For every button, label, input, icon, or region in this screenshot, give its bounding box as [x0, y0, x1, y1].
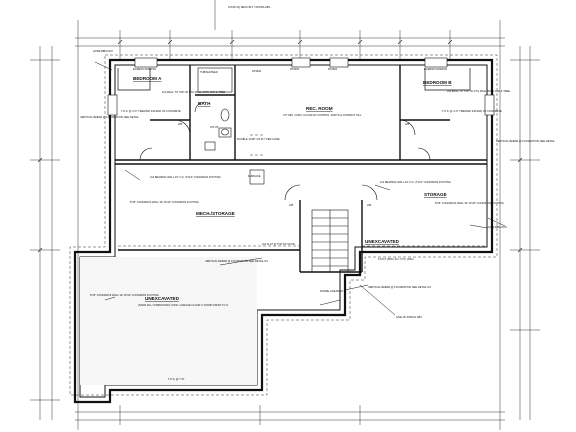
vent-note-b: VERTICAL REBAR @ FOUNDATION SEE DETAIL: [496, 139, 555, 143]
room-bath: BATH: [198, 101, 211, 106]
door-label-a: 2/8: [289, 203, 294, 207]
egress-window-a: EGRESS WINDOW: [133, 67, 156, 71]
footing-dim-note: 6'x3'x1' (MIN.) P.C. FTG. WALL: [378, 257, 415, 261]
conc-wall-left: 8"x8" CONCRETE WALL W/ 16"x8" CONCRETE F…: [130, 200, 199, 204]
room-storage: STORAGE: [424, 192, 447, 197]
plan-labels: 10X18 SQ DECK BLT / STAIRS ABV. BEDROOM …: [80, 5, 555, 381]
conc-wall-unexc: 8"x8" CONCRETE WALL W/ 16"x8" CONCRETE F…: [90, 293, 159, 297]
unexcavated-area: [80, 257, 257, 385]
rec-slab-note: 3.5" MIN. CONC. FLOOR W/ CONTROL JOINTS …: [283, 113, 362, 117]
rebar-note-right: VERTICAL REBAR @ FOUNDATION SEE DETAIL 5…: [368, 285, 432, 289]
vent-note-a: VERTICAL REBAR @ FOUNDATION SEE DETAIL: [80, 115, 139, 119]
hose-bib-left: HOSE BIB/LOCK: [93, 49, 113, 53]
window-tag-c: FP3462: [252, 69, 262, 73]
dimension-lines: [30, 0, 540, 430]
stair-flat-note: 2x4 FLAT @ TOP OF STAIR: [262, 242, 295, 246]
room-unexcavated-main: UNEXCAVATED: [145, 296, 180, 301]
wall-note-a: 2x4 WALL TO TOP OF FTG WALL WITH CAP & T…: [162, 90, 225, 94]
window-wells: [117, 68, 471, 91]
door-swings: [139, 101, 431, 201]
dimension-ticks: [37, 39, 523, 253]
hose-bib-right: HOSE BIB/LOCK: [487, 225, 507, 229]
wall-note-b: 2x4 WALL TO TOP OF FTG WALL WITH CAP & T…: [447, 89, 510, 93]
door-label-b: 2/8: [367, 203, 372, 207]
interior-walls: [115, 65, 487, 273]
leader-lines: [94, 61, 506, 316]
egress-note-b: T.O.S. @ 4'-6" TREATED 2x8 END OF CONCRE…: [442, 109, 502, 113]
room-unexcavated-small: UNEXCAVATED: [365, 239, 400, 244]
bearing-wall-right: 2x4 BEARING WALL 16" O.C. 8"x16" CONCRET…: [380, 180, 451, 184]
porch-note: LINE OF PORCH ABV.: [396, 315, 423, 319]
stair: [311, 209, 349, 273]
room-bedroom-a: BEDROOM A: [133, 76, 162, 81]
door-label-c: 2/8: [178, 122, 183, 126]
windows: [107, 57, 495, 116]
room-mech-storage: MECH./STORAGE: [196, 211, 235, 216]
window-tag-a: FP3462: [290, 67, 300, 71]
bath-dims: 3'6"x5': [210, 125, 219, 129]
room-rec-room: REC. ROOM: [306, 106, 333, 111]
egress-note-a: T.O.S. @ 4'-6" TREATED 2x8 END OF CONCRE…: [121, 109, 181, 113]
frame-line-note: FRAME LINE BACK 4": [320, 289, 347, 293]
egress-window-b: EGRESS WINDOW: [424, 67, 447, 71]
bearing-wall-left: 2x4 BEARING WALL 16" O.C. 8"x16" CONCRET…: [150, 175, 221, 179]
footing-dashed-lines: [69, 54, 498, 396]
deck-callout: 10X18 SQ DECK BLT / STAIRS ABV.: [228, 5, 271, 9]
unexc-fill-note: (SAND FILL COMPACTED) CONC. GARAGE FLOOR…: [138, 303, 229, 307]
room-tub-shower: TUB/SHOWER: [200, 70, 218, 74]
bath-fixtures: [197, 67, 265, 185]
conc-wall-right: 8"x8" CONCRETE WALL W/ 16"x8" CONCRETE F…: [435, 201, 504, 205]
door-label-d: 2/8: [405, 122, 410, 126]
room-bedroom-b: BEDROOM B: [423, 80, 452, 85]
rebar-note-left: VERTICAL REBAR @ FOUNDATION SEE DETAIL 5…: [205, 259, 269, 263]
double-joist-note: DOUBLE JOIST 3/4 PLY PER CODE: [237, 137, 280, 141]
furnace-label: FURNACE: [248, 174, 261, 178]
tos-note: T.O.S. @ 7'-8": [168, 377, 185, 381]
window-tag-b: FP3462: [328, 67, 338, 71]
